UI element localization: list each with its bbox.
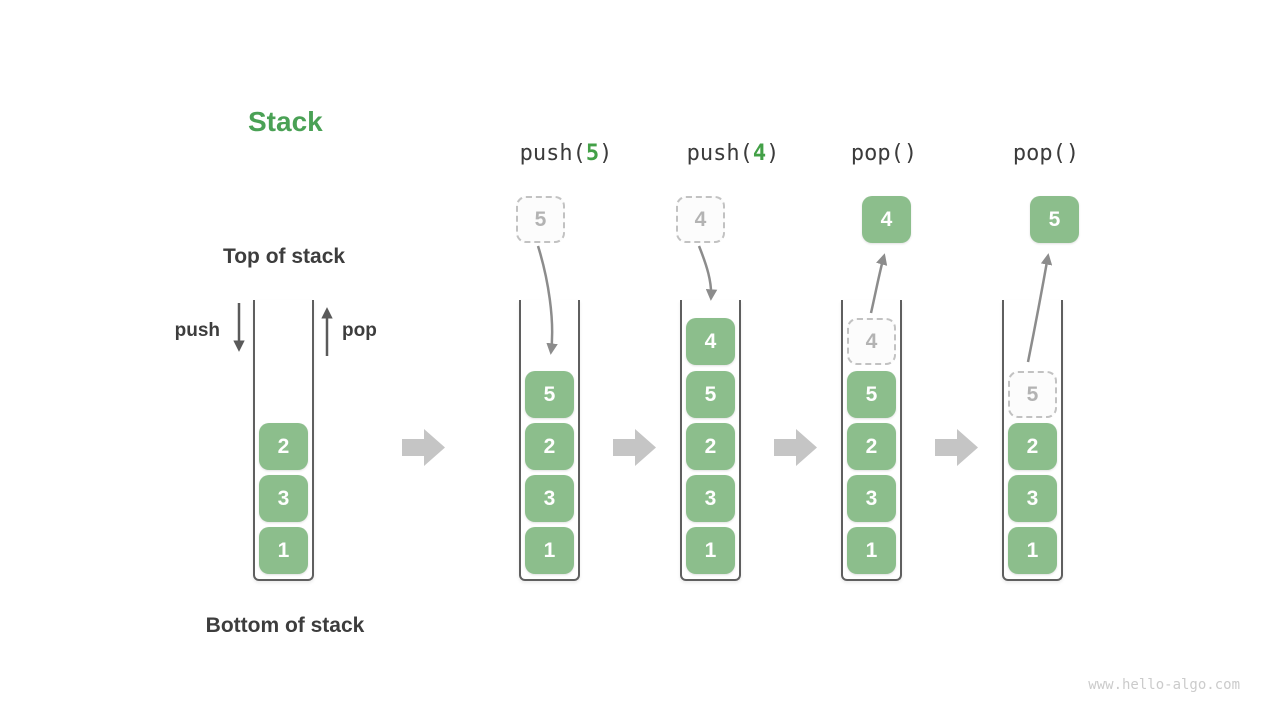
stack-cell: 5 [847,371,896,418]
stack-cell: 1 [525,527,574,574]
op-suffix: ) [1065,141,1080,166]
watermark: www.hello-algo.com [1088,677,1240,693]
stack-cell: 4 [686,318,735,365]
stack-cell: 3 [259,475,308,522]
stack-cell: 1 [1008,527,1057,574]
stack-cell-ghost: 5 [1008,371,1057,418]
stack-container-initial: 2 3 1 [253,300,314,581]
op-suffix: ) [599,141,613,166]
popped-value-box-4: 4 [862,196,911,243]
stack-cell: 3 [1008,475,1057,522]
op-prefix: push( [686,141,753,166]
stack-container-after-push-5: 5 2 3 1 [519,300,580,581]
push-arrow-label: push [174,320,220,341]
stack-cell: 3 [686,475,735,522]
stage-transition-arrow [402,429,445,466]
pop-arrow-label: pop [342,320,377,341]
stack-container-after-pop-4: 4 5 2 3 1 [841,300,902,581]
stage-transition-arrow [935,429,978,466]
operation-label-push-4: push(4) [663,141,803,166]
stack-cell: 3 [847,475,896,522]
stack-cell: 1 [259,527,308,574]
op-prefix: pop( [1012,141,1066,166]
operation-label-pop-2: pop() [976,141,1116,166]
stack-cell: 1 [686,527,735,574]
stack-cell: 2 [686,423,735,470]
bottom-of-stack-label: Bottom of stack [205,614,365,637]
stack-cell: 2 [259,423,308,470]
stack-cell: 5 [686,371,735,418]
op-argument: 4 [752,141,767,166]
popped-value-box-5: 5 [1030,196,1079,243]
op-argument: 5 [585,141,600,166]
stack-cell: 2 [1008,423,1057,470]
stack-container-after-pop-5: 5 2 3 1 [1002,300,1063,581]
op-prefix: push( [519,141,586,166]
stack-container-after-push-4: 4 5 2 3 1 [680,300,741,581]
stage-transition-arrow [774,429,817,466]
diagram-title: Stack [248,106,323,137]
op-prefix: pop( [850,141,904,166]
stack-cell: 2 [525,423,574,470]
operation-label-pop-1: pop() [814,141,954,166]
stack-cell: 1 [847,527,896,574]
stack-cell: 2 [847,423,896,470]
operation-label-push-5: push(5) [496,141,636,166]
stage-transition-arrow [613,429,656,466]
stack-cell-ghost: 4 [847,318,896,365]
op-suffix: ) [903,141,918,166]
incoming-value-box-4: 4 [676,196,725,243]
top-of-stack-label: Top of stack [222,245,346,268]
push-4-curve-arrow [697,245,718,301]
incoming-value-box-5: 5 [516,196,565,243]
stack-cell: 3 [525,475,574,522]
stack-cell: 5 [525,371,574,418]
op-suffix: ) [766,141,780,166]
